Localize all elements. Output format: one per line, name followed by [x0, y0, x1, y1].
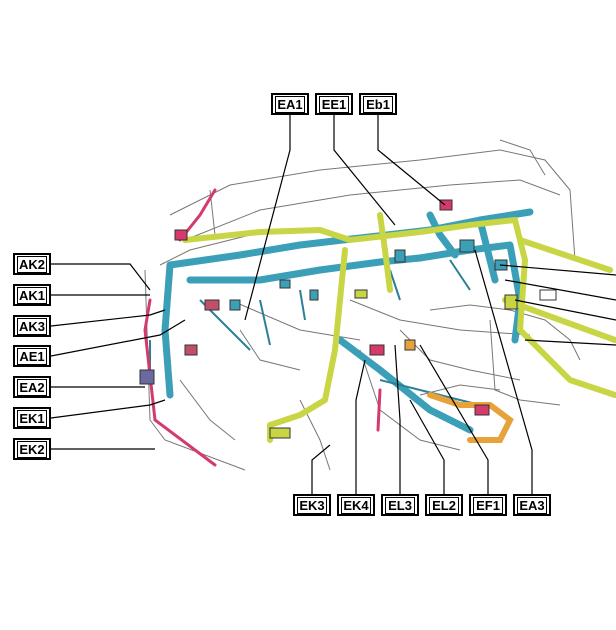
label-ek4: EK4	[337, 494, 375, 516]
leader-line	[524, 339, 616, 346]
leader-line	[499, 264, 616, 276]
leader-line	[333, 115, 396, 226]
label-ee1: EE1	[315, 93, 353, 115]
label-ak3: AK3	[13, 315, 51, 337]
leader-line	[419, 344, 489, 494]
leader-line	[50, 399, 166, 419]
label-ea3: EA3	[513, 494, 551, 516]
label-ak2: AK2	[13, 253, 51, 275]
leader-line	[377, 115, 446, 206]
label-el3: EL3	[381, 494, 419, 516]
leader-line	[50, 309, 166, 327]
label-ek2: EK2	[13, 438, 51, 460]
leader-line	[50, 319, 186, 357]
leader-line	[504, 279, 616, 301]
leader-line	[409, 399, 445, 494]
leader-lines	[50, 115, 616, 494]
leader-line	[311, 444, 331, 494]
label-eb1: Eb1	[359, 93, 397, 115]
label-ak1: AK1	[13, 284, 51, 306]
leader-line	[394, 344, 401, 494]
label-ea2: EA2	[13, 376, 51, 398]
label-ef1: EF1	[469, 494, 507, 516]
leader-line	[514, 299, 616, 321]
label-ek1: EK1	[13, 407, 51, 429]
leader-line	[474, 249, 533, 494]
label-el2: EL2	[425, 494, 463, 516]
label-ea1: EA1	[271, 93, 309, 115]
leader-line	[244, 115, 291, 321]
label-ae1: AE1	[13, 345, 51, 367]
harness-yellow	[182, 212, 616, 443]
label-ek3: EK3	[293, 494, 331, 516]
leader-line	[51, 263, 151, 291]
leader-line	[355, 359, 366, 494]
